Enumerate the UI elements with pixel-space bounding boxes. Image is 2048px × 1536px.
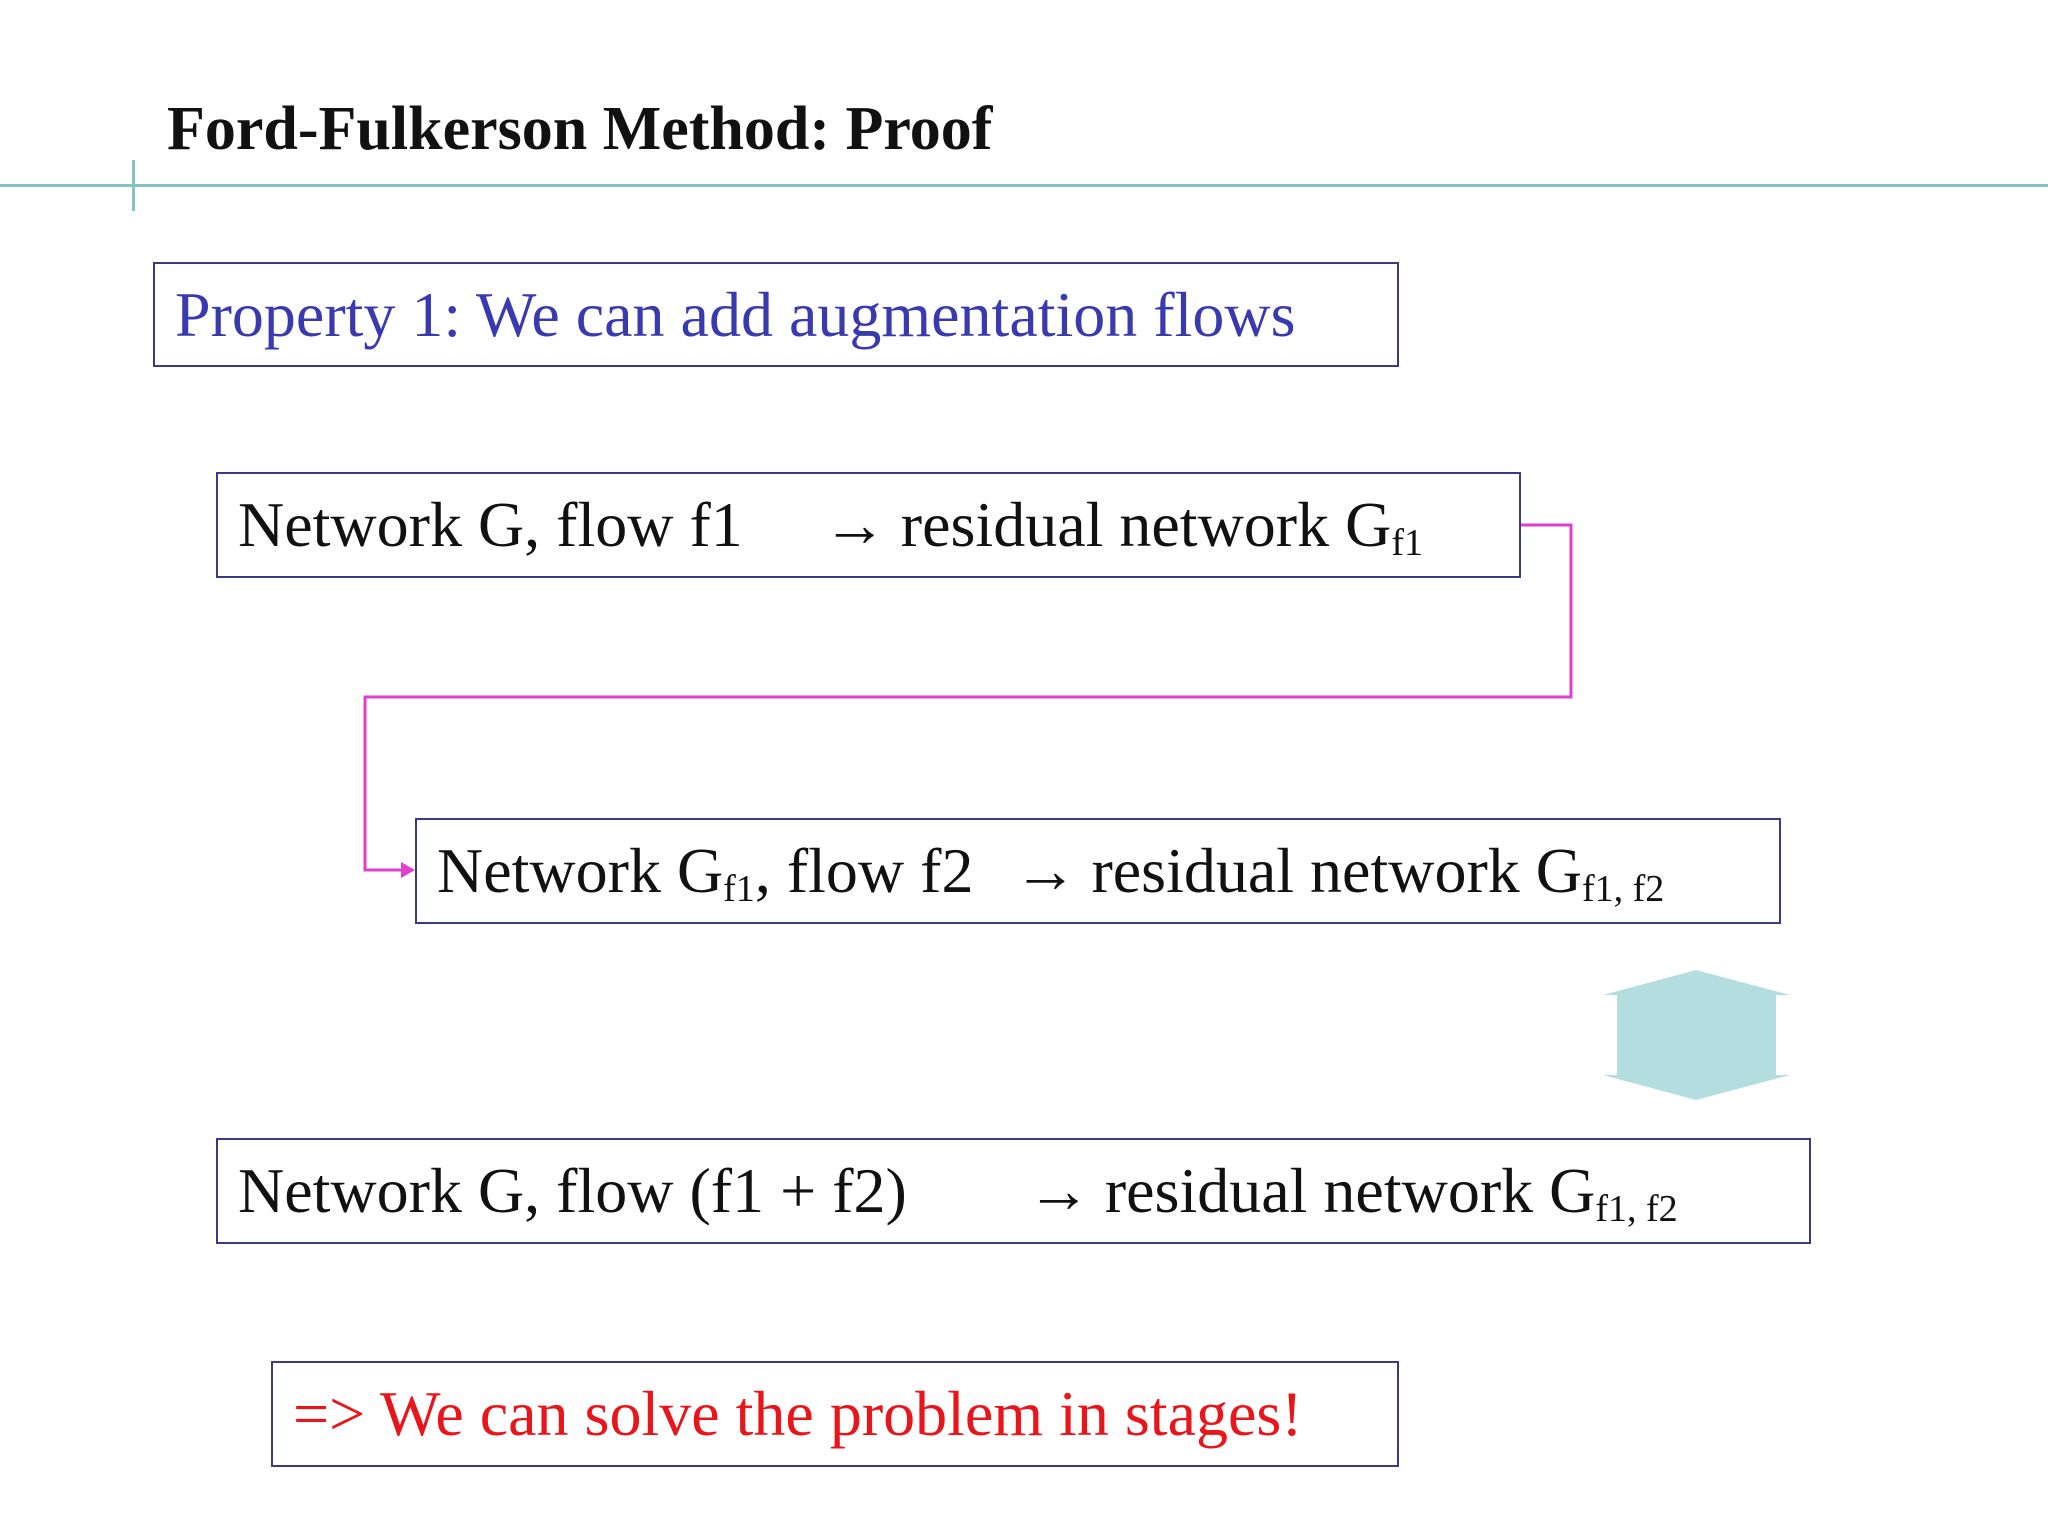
connector-arrowhead-icon <box>401 862 415 878</box>
elbow-connector-line <box>363 523 1573 872</box>
row3-box: Network G, flow (f1 + f2) → residual net… <box>216 1138 1811 1244</box>
row2-right-subscript: f1, f2 <box>1581 868 1665 910</box>
row1-left-text: Network G, flow f1 <box>238 489 743 560</box>
right-arrow-icon: → <box>822 489 887 560</box>
row3-left-text: Network G, flow (f1 + f2) <box>238 1155 907 1226</box>
title-rule-vertical <box>132 160 135 211</box>
right-arrow-icon: → <box>1013 835 1078 906</box>
row2-left-text-tail: , flow f2 <box>754 835 974 906</box>
right-arrow-icon: → <box>1026 1155 1091 1226</box>
row2-left-subscript: f1 <box>723 868 755 910</box>
property-box: Property 1: We can add augmentation flow… <box>153 262 1399 367</box>
row2-left-text: Network G <box>437 835 724 906</box>
title-rule-horizontal <box>0 184 2048 187</box>
conclusion-text: => We can solve the problem in stages! <box>293 1378 1303 1449</box>
slide-title: Ford-Fulkerson Method: Proof <box>167 95 993 163</box>
row1-right-subscript: f1 <box>1391 522 1423 564</box>
double-arrow-icon <box>1603 970 1790 1100</box>
row3-right-subscript: f1, f2 <box>1595 1188 1678 1230</box>
conclusion-box: => We can solve the problem in stages! <box>271 1361 1399 1467</box>
row1-right-text: residual network G <box>900 489 1392 560</box>
row2-right-text: residual network G <box>1091 835 1582 906</box>
row3-right-text: residual network G <box>1104 1155 1596 1226</box>
property-text: Property 1: We can add augmentation flow… <box>175 278 1296 350</box>
